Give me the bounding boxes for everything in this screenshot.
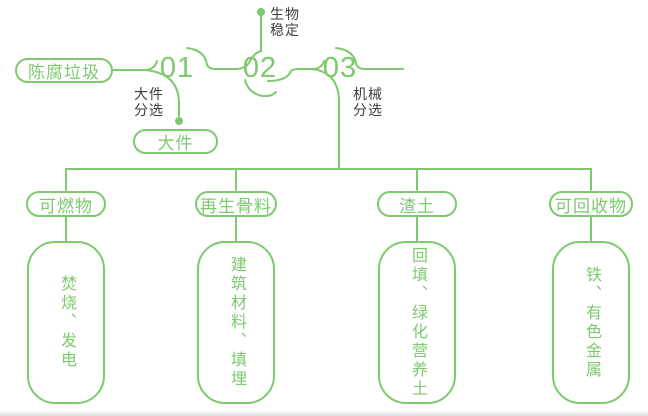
branch-line-03-down (311, 68, 340, 170)
category-label: 可燃物 (39, 196, 93, 216)
flow-line-01-to-02 (186, 47, 238, 70)
branch-line-01-dajian (144, 69, 180, 117)
flow-line-02-to-03 (267, 60, 325, 82)
result-text: 铁、有色金属 (583, 265, 600, 380)
step-number-03: 03 (322, 52, 358, 84)
result-box-incineration: 焚烧、发电 (27, 241, 105, 404)
dajian-pill: 大件 (133, 129, 218, 154)
bottom-edge-shadow (0, 410, 648, 416)
result-box-backfill: 回填、绿化营养土 (378, 241, 456, 404)
distributor-rail (65, 168, 592, 191)
source-label: 陈腐垃圾 (28, 63, 100, 82)
flourish-under-02 (244, 79, 277, 98)
source-pill: 陈腐垃圾 (15, 58, 113, 83)
step-number-02: 02 (242, 52, 278, 84)
biostable-branch-dot (257, 8, 265, 16)
dajian-branch-dot (175, 117, 183, 125)
category-pill-combustible: 可燃物 (26, 191, 106, 217)
category-label: 可回收物 (555, 196, 627, 216)
result-text: 回填、绿化营养土 (409, 246, 426, 399)
result-text: 焚烧、发电 (58, 275, 75, 370)
category-label: 再生骨料 (200, 196, 272, 216)
label-dajian-sorting: 大件 分选 (134, 86, 164, 118)
dajian-label: 大件 (157, 134, 194, 153)
step-number-01: 01 (159, 52, 195, 84)
branch-line-02-biostable (236, 15, 262, 70)
category-pill-recyclable: 可回收物 (549, 191, 633, 217)
category-pill-recycled-aggregate: 再生骨料 (195, 191, 277, 217)
label-bio-stabilization: 生物 稳定 (270, 6, 300, 38)
flow-line-03-tail (335, 47, 404, 70)
label-mechanical-sorting: 机械 分选 (353, 86, 383, 118)
category-pill-slag-soil: 渣土 (377, 191, 457, 217)
result-box-metals: 铁、有色金属 (552, 241, 630, 404)
result-box-building-material: 建筑材料、填埋 (197, 241, 275, 404)
category-label: 渣土 (399, 196, 435, 216)
result-text: 建筑材料、填埋 (228, 256, 245, 389)
